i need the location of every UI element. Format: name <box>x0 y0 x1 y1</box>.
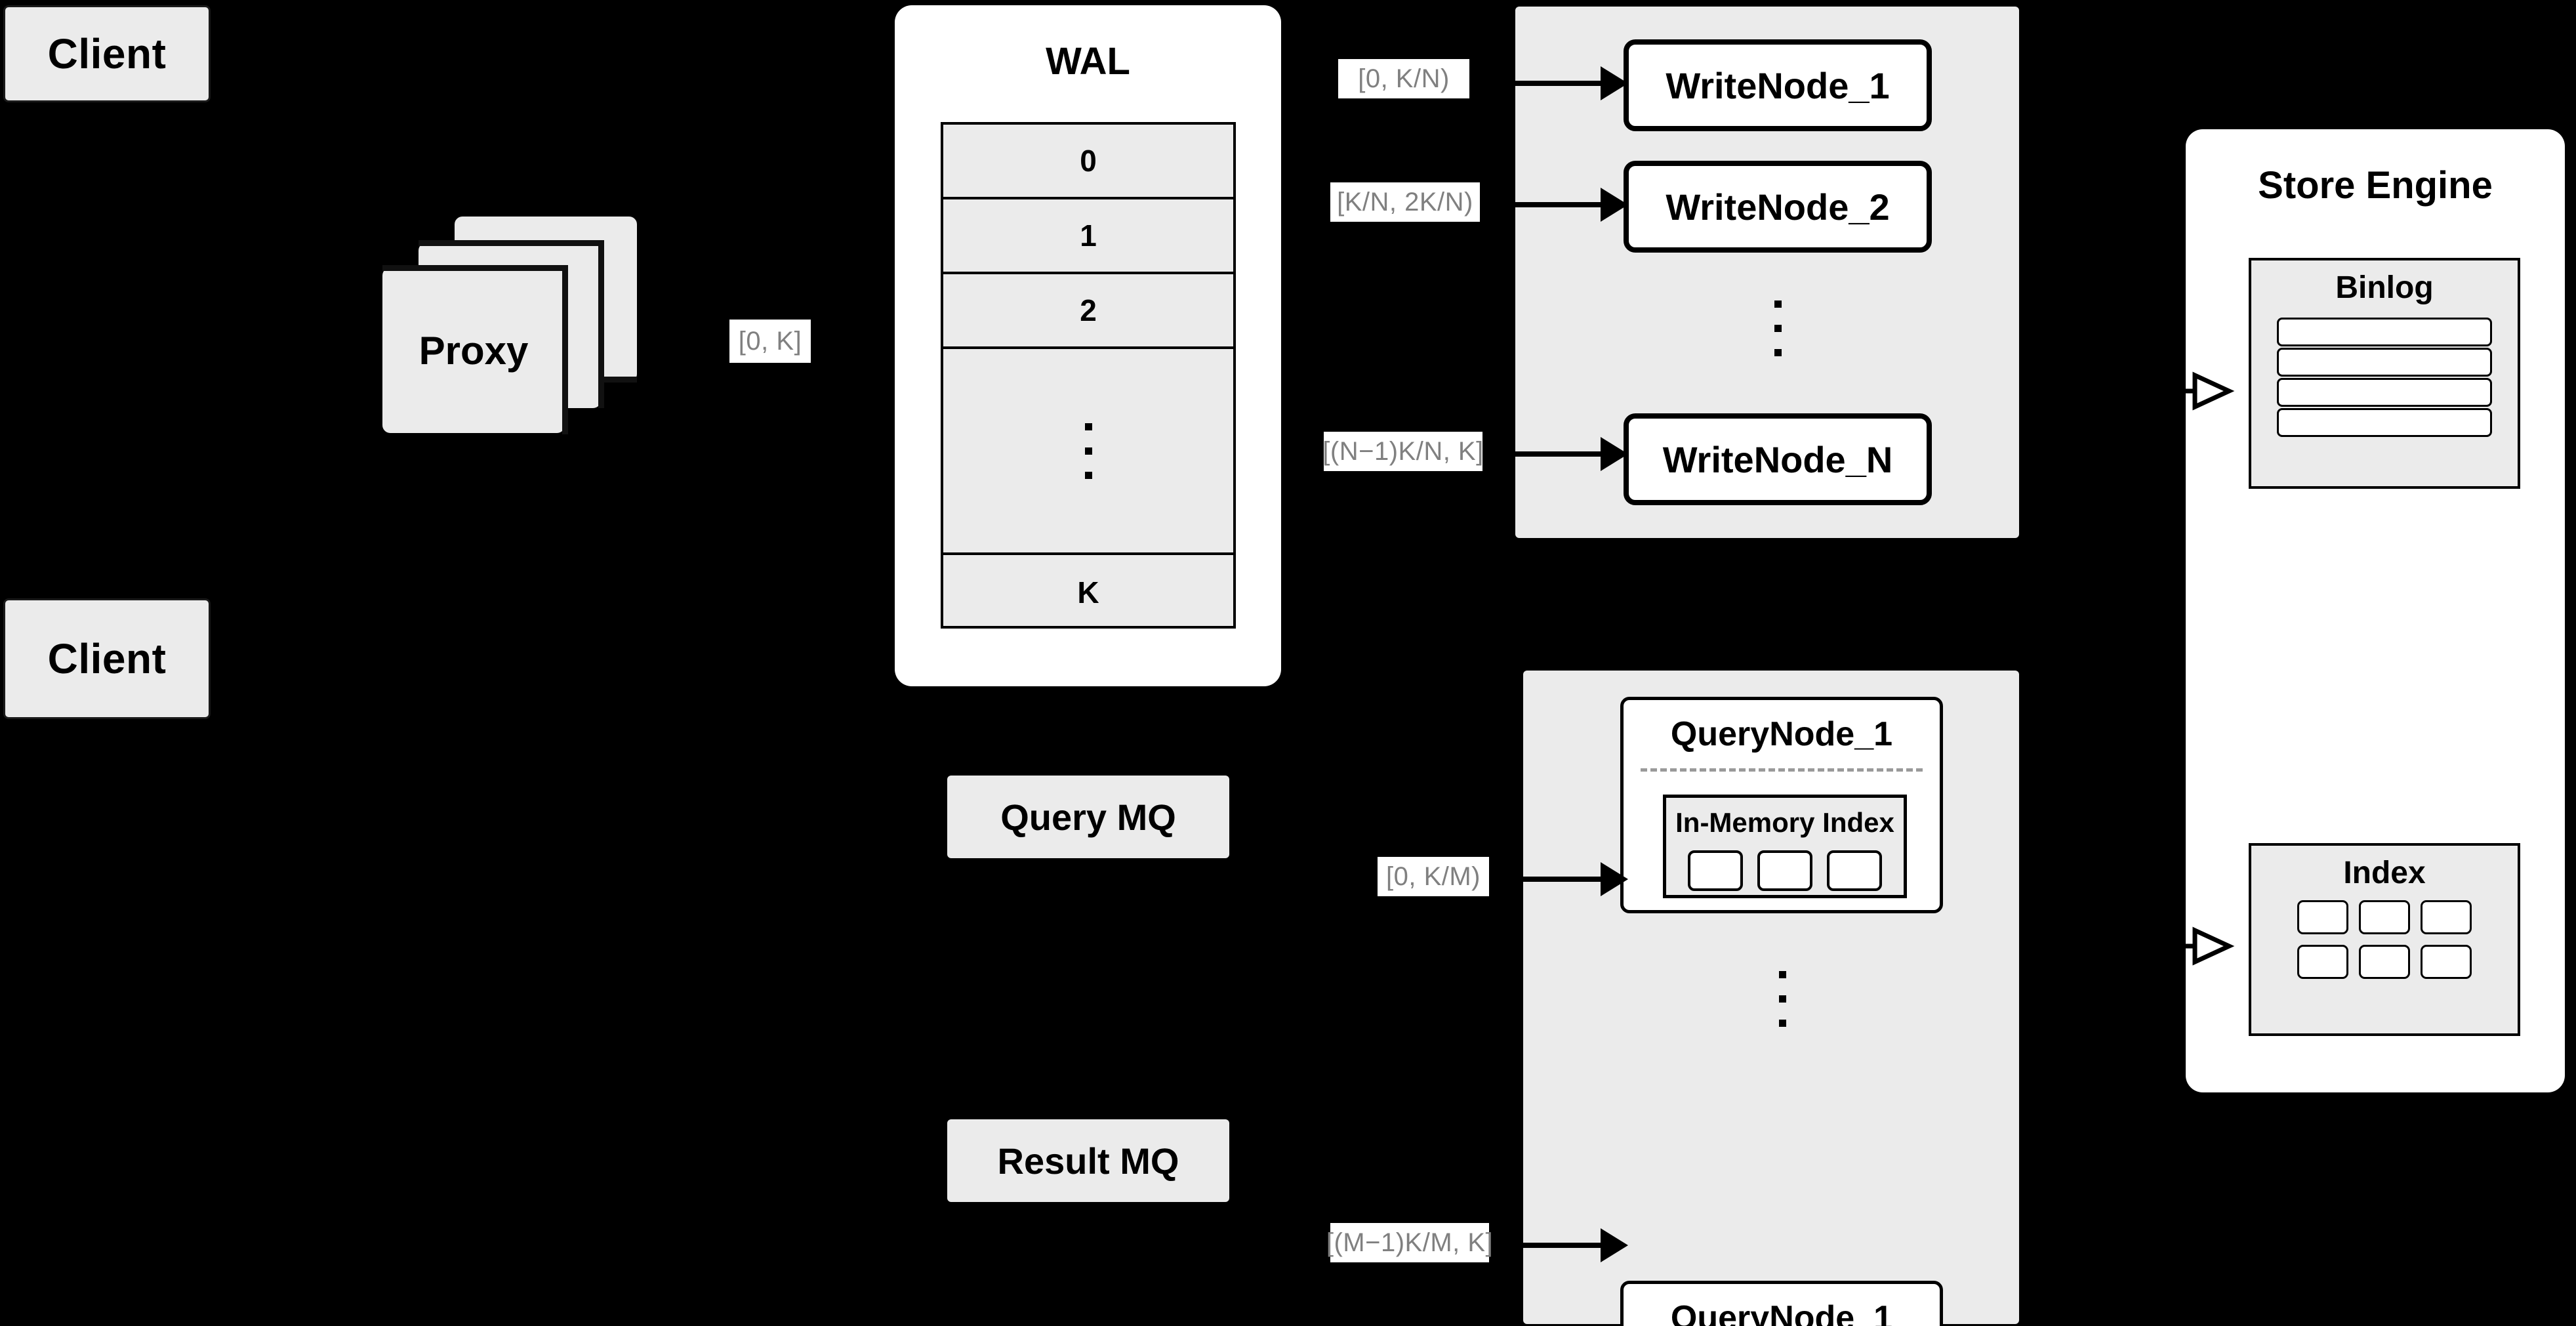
binlog-row[interactable] <box>2277 348 2492 377</box>
arrow-line-to-writenode-1 <box>1509 81 1606 86</box>
arrow-line-to-querynode-1 <box>1522 877 1606 882</box>
index-segment[interactable] <box>1688 850 1743 891</box>
write-node-1[interactable]: WriteNode_1 <box>1624 39 1932 131</box>
query-node-1[interactable]: QueryNode_1 In-Memory Index <box>1620 697 1943 913</box>
query-node-title: QueryNode_1 <box>1670 1299 1893 1326</box>
query-node-m[interactable]: QueryNode_1 In-Memory Index <box>1620 1281 1943 1326</box>
wal-title: WAL <box>1046 40 1130 83</box>
edge-label-wal-to-writenode-n: [(N−1)K/N, K] <box>1322 432 1484 471</box>
binlog-box: Binlog <box>2249 258 2520 489</box>
wal-entry-row[interactable]: 0 <box>943 125 1233 199</box>
write-node-label: WriteNode_N <box>1662 438 1893 480</box>
index-cell[interactable] <box>2421 945 2472 979</box>
query-mq-label: Query MQ <box>1000 796 1176 838</box>
edge-label-text: [(N−1)K/N, K] <box>1322 436 1484 466</box>
arrow-to-binlog <box>2152 371 2235 411</box>
query-node-cluster: QueryNode_1 In-Memory Index QueryNode_1 <box>1523 671 2019 1326</box>
ellipsis-dot <box>1774 348 1782 356</box>
arrow-to-index <box>2152 926 2235 966</box>
wal-entry-row[interactable]: 2 <box>943 274 1233 349</box>
in-memory-index-title: In-Memory Index <box>1675 807 1894 838</box>
arrow-line-to-writenode-n <box>1509 451 1606 457</box>
client-label: Client <box>47 30 167 77</box>
index-title: Index <box>2343 856 2426 890</box>
wal-entry-value: K <box>1077 575 1099 610</box>
ellipsis-dot <box>1778 970 1786 978</box>
proxy-card-front-shadow-right <box>562 265 568 434</box>
wal-entry-value: 2 <box>1080 293 1097 327</box>
in-memory-index-box: In-Memory Index <box>1663 795 1907 898</box>
edge-label-text: [0, K] <box>738 326 802 356</box>
index-segment[interactable] <box>1827 850 1882 891</box>
index-cell[interactable] <box>2297 945 2348 979</box>
index-cell[interactable] <box>2297 900 2348 934</box>
write-node-2[interactable]: WriteNode_2 <box>1624 161 1932 253</box>
write-node-label: WriteNode_1 <box>1666 64 1890 106</box>
index-cell[interactable] <box>2421 900 2472 934</box>
ellipsis-dot <box>1778 995 1786 1003</box>
proxy-label: Proxy <box>419 328 529 373</box>
binlog-title: Binlog <box>2335 270 2434 305</box>
wal-panel: WAL 0 1 2 K <box>895 5 1281 686</box>
edge-label-text: [(M−1)K/M, K] <box>1326 1228 1494 1257</box>
write-node-n[interactable]: WriteNode_N <box>1624 413 1932 505</box>
index-cell-grid <box>2251 900 2518 979</box>
binlog-row[interactable] <box>2277 408 2492 437</box>
binlog-row[interactable] <box>2277 378 2492 407</box>
ellipsis-dot <box>1084 471 1092 479</box>
wal-entry-row-last[interactable]: K <box>943 555 1233 630</box>
arrow-head-to-writenode-2 <box>1601 188 1628 222</box>
proxy-card-middle-shadow <box>419 240 604 246</box>
edge-label-text: [K/N, 2K/N) <box>1337 187 1473 217</box>
ellipsis-dot <box>1778 1019 1786 1027</box>
result-mq-box[interactable]: Result MQ <box>947 1119 1229 1202</box>
ellipsis-dot <box>1774 300 1782 308</box>
index-cell[interactable] <box>2359 945 2410 979</box>
wal-entry-value: 0 <box>1080 144 1097 178</box>
wal-entry-value: 1 <box>1080 218 1097 253</box>
query-node-ellipsis <box>1753 953 1812 1045</box>
store-engine-title: Store Engine <box>2258 164 2493 207</box>
edge-label-proxy-to-wal: [0, K] <box>729 320 811 363</box>
write-node-cluster: WriteNode_1 WriteNode_2 WriteNode_N <box>1515 7 2019 538</box>
write-node-label: WriteNode_2 <box>1666 186 1890 228</box>
proxy-card-front-shadow-top <box>382 265 568 271</box>
ellipsis-dot <box>1084 423 1092 430</box>
result-mq-label: Result MQ <box>997 1140 1179 1182</box>
client-label: Client <box>47 635 167 682</box>
client-box-1[interactable]: Client <box>3 5 211 102</box>
query-mq-box[interactable]: Query MQ <box>947 776 1229 858</box>
in-memory-index-segments <box>1666 850 1904 891</box>
wal-entry-row[interactable]: 1 <box>943 199 1233 274</box>
ellipsis-dot <box>1774 324 1782 332</box>
store-engine-panel: Store Engine Binlog Index <box>2186 129 2565 1092</box>
index-cell[interactable] <box>2359 900 2410 934</box>
arrow-head-to-querynode-m <box>1601 1228 1628 1262</box>
ellipsis-dot <box>1084 447 1092 455</box>
proxy-card-middle-shadow-right <box>598 240 604 408</box>
write-node-ellipsis <box>1748 276 1807 381</box>
query-node-divider <box>1641 768 1923 772</box>
wal-entry-ellipsis <box>943 349 1233 555</box>
client-box-2[interactable]: Client <box>3 598 211 719</box>
arrow-line-to-querynode-m <box>1522 1243 1606 1248</box>
arrow-line-to-writenode-2 <box>1509 202 1606 207</box>
edge-label-mq-to-querynode-1: [0, K/M) <box>1378 857 1489 896</box>
proxy-card-front[interactable]: Proxy <box>382 268 565 433</box>
binlog-row-list <box>2277 318 2492 437</box>
edge-label-text: [0, K/M) <box>1385 861 1481 891</box>
index-segment[interactable] <box>1757 850 1812 891</box>
edge-label-text: [0, K/N) <box>1358 64 1450 93</box>
binlog-row[interactable] <box>2277 318 2492 346</box>
arrow-head-to-querynode-1 <box>1601 862 1628 896</box>
wal-entry-list: 0 1 2 K <box>941 122 1236 629</box>
arrow-head-to-writenode-n <box>1601 437 1628 471</box>
edge-label-mq-to-querynode-m: [(M−1)K/M, K] <box>1326 1223 1493 1262</box>
edge-label-wal-to-writenode-2: [K/N, 2K/N) <box>1330 182 1480 222</box>
edge-label-wal-to-writenode-1: [0, K/N) <box>1338 59 1469 98</box>
index-box: Index <box>2249 843 2520 1036</box>
proxy-stack[interactable]: Proxy <box>382 217 684 434</box>
query-node-title: QueryNode_1 <box>1670 715 1893 753</box>
arrow-head-to-writenode-1 <box>1601 66 1628 100</box>
